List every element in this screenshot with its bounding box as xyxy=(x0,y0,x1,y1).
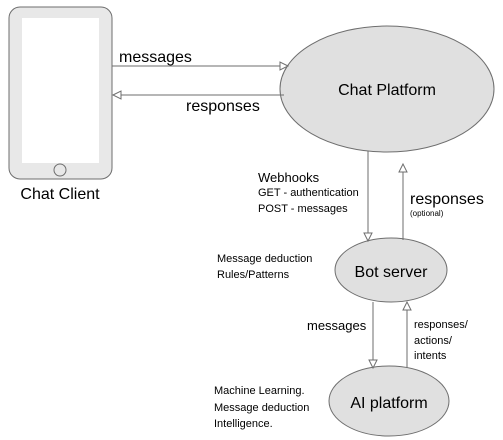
bot-server-node xyxy=(334,237,448,303)
bot-note-line-1: Message deduction xyxy=(217,253,312,265)
phone-home-button xyxy=(53,163,67,177)
optional-label: (optional) xyxy=(410,209,444,218)
phone-screen xyxy=(22,18,99,163)
edge-label-messages-bot: messages xyxy=(307,318,367,333)
chat-client-label: Chat Client xyxy=(20,186,100,203)
edge-label-responses-bot: responses xyxy=(410,191,484,208)
chat-platform-node xyxy=(279,25,495,153)
arrow-bot-to-ai xyxy=(368,302,378,370)
arrow-platform-to-bot xyxy=(363,151,373,243)
webhooks-post-label: POST - messages xyxy=(258,203,348,215)
webhooks-label: Webhooks xyxy=(258,170,320,185)
ai-response-line-2: actions/ xyxy=(414,335,453,347)
ai-response-line-3: intents xyxy=(414,350,447,362)
webhooks-get-label: GET - authentication xyxy=(258,187,359,199)
chat-platform-label: Chat Platform xyxy=(338,82,436,99)
ai-note-line-1: Machine Learning. xyxy=(214,385,305,397)
bot-server-label: Bot server xyxy=(355,264,429,281)
ai-platform-label: AI platform xyxy=(350,395,427,412)
arrow-platform-to-client xyxy=(111,90,284,100)
edge-label-responses-top: responses xyxy=(186,98,260,115)
phone-icon xyxy=(8,6,113,180)
arrow-bot-to-platform xyxy=(398,162,408,240)
ai-note-line-3: Intelligence. xyxy=(214,418,273,430)
arrow-client-to-platform xyxy=(112,61,290,71)
ai-platform-node xyxy=(328,365,450,437)
arrow-ai-to-bot xyxy=(402,300,412,368)
ai-response-line-1: responses/ xyxy=(414,319,469,331)
edge-label-messages-top: messages xyxy=(119,49,192,66)
ai-note-line-2: Message deduction xyxy=(214,402,309,414)
bot-note-line-2: Rules/Patterns xyxy=(217,269,290,281)
